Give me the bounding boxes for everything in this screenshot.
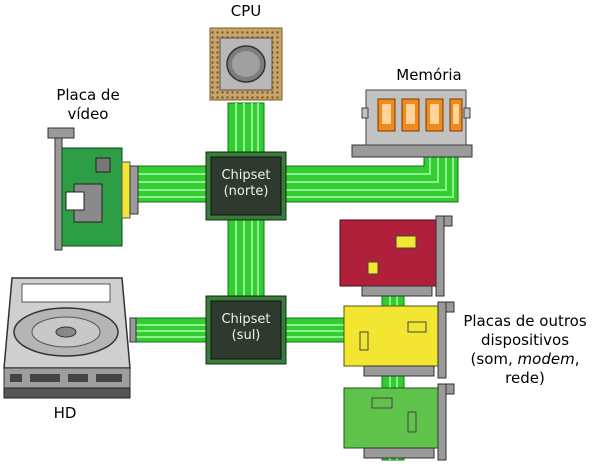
- chipset-north-label-line2: (norte): [223, 184, 269, 199]
- chipset-south: [205, 295, 287, 365]
- video-card-label: Placa de vídeo: [38, 86, 138, 124]
- other-cards-label: Placas de outros dispositivos (som, mode…: [452, 312, 598, 388]
- memory-chip: [401, 98, 420, 132]
- bus-north-south: [227, 219, 265, 299]
- sound-card: [339, 215, 453, 297]
- chipset-south-label-line2: (sul): [231, 328, 261, 343]
- modem-card: [343, 301, 455, 379]
- hd-label: HD: [53, 404, 77, 422]
- other-cards-label-line2: dispositivos: [480, 331, 570, 349]
- cpu-chip: [209, 27, 283, 101]
- bus-hd-south: [134, 317, 212, 343]
- cpu-label: CPU: [230, 2, 262, 20]
- video-card: [47, 127, 139, 251]
- video-card-label-line2: vídeo: [67, 105, 109, 123]
- memory-module: [351, 89, 473, 158]
- memory-chip: [425, 98, 444, 132]
- memory-chip: [449, 98, 463, 132]
- network-card: [343, 383, 455, 461]
- chipset-north-label: Chipset (norte): [211, 168, 281, 200]
- memory-chip: [377, 98, 396, 132]
- other-cards-label-line3: (som, modem, rede): [470, 350, 580, 387]
- chipset-south-label-line1: Chipset: [221, 312, 271, 327]
- chipset-south-label: Chipset (sul): [211, 312, 281, 344]
- bus-north-memory: [279, 154, 459, 203]
- chipset-north: [205, 151, 287, 221]
- video-card-label-line1: Placa de: [56, 86, 120, 104]
- bus-cpu-north: [227, 102, 265, 156]
- bus-video-north: [134, 165, 212, 203]
- hard-drive: [3, 277, 137, 399]
- memory-label: Memória: [396, 66, 462, 84]
- other-cards-label-line1: Placas de outros: [463, 312, 587, 330]
- chipset-north-label-line1: Chipset: [221, 168, 271, 183]
